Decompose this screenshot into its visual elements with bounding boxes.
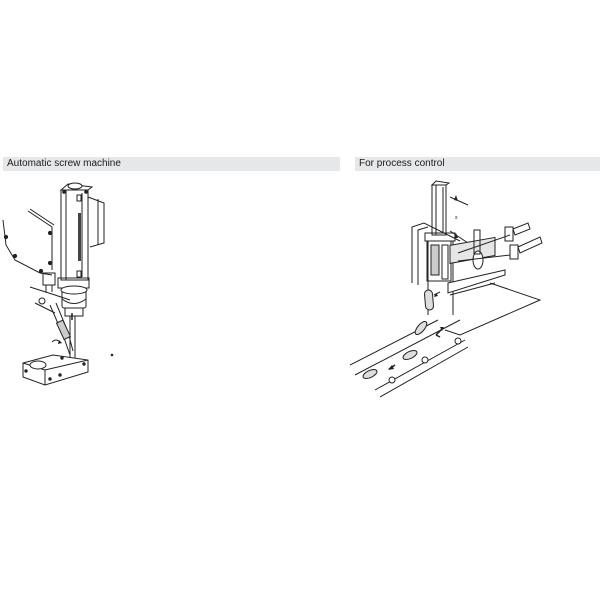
svg-text:s: s — [455, 215, 458, 221]
automatic-screw-machine-illustration — [0, 175, 150, 405]
caption-automatic-screw-machine: Automatic screw machine — [3, 157, 340, 171]
caption-process-control: For process control — [355, 157, 600, 171]
process-control-illustration: s — [350, 175, 600, 405]
